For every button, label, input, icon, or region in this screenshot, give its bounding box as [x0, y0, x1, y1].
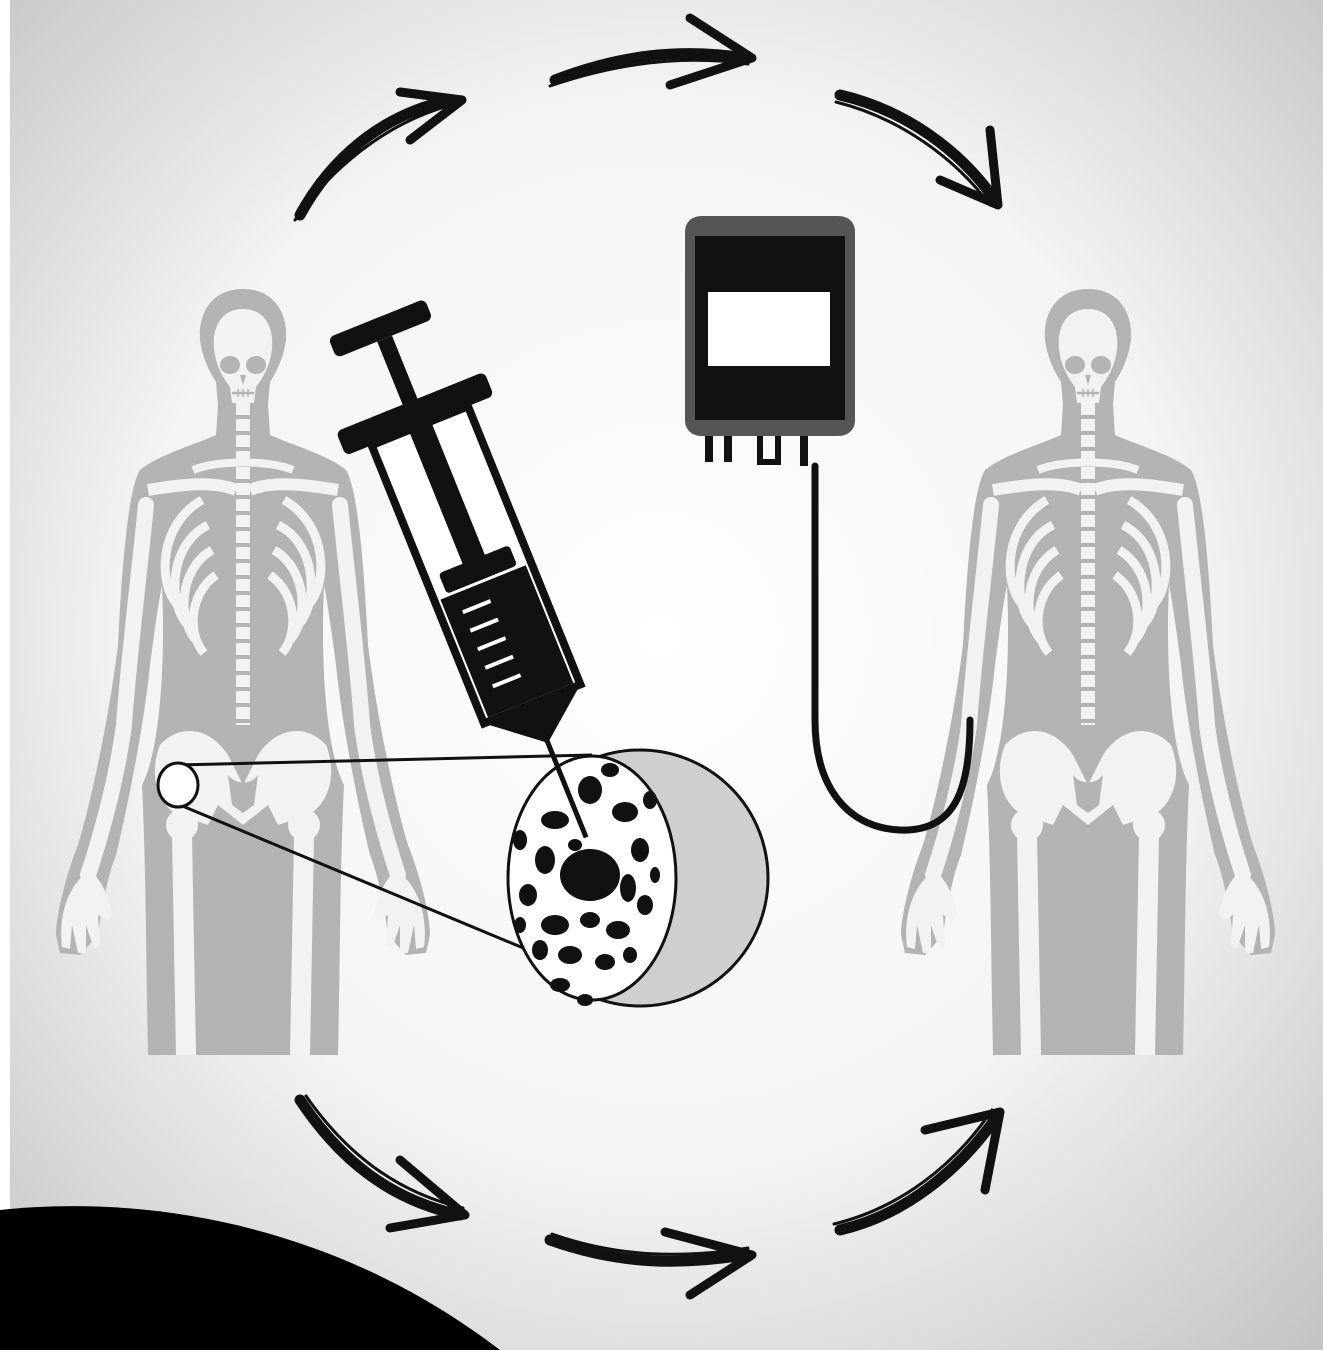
left-border — [0, 0, 10, 1350]
bone-marrow-cross-section-icon — [508, 750, 768, 1006]
blood-bag-icon — [685, 216, 855, 466]
